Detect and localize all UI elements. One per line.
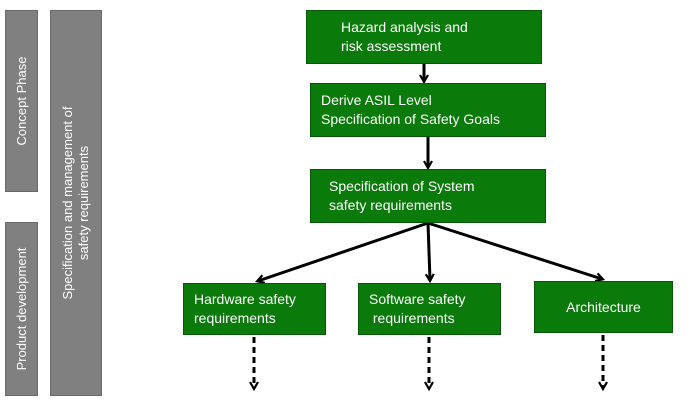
hazard-analysis-node: Hazard analysis and risk assessment (306, 10, 542, 64)
derive-asil-node: Derive ASIL Level Specification of Safet… (310, 83, 546, 137)
hazard-line2: risk assessment (341, 38, 442, 54)
software-line1: Software safety (369, 291, 466, 307)
architecture-node: Architecture (534, 281, 673, 333)
software-safety-requirements-node: Software safety requirements (358, 283, 501, 335)
system-line2: safety requirements (329, 197, 452, 213)
system-line1: Specification of System (329, 178, 475, 194)
spec-management-bar: Specification and management of safety r… (50, 10, 102, 396)
arrow-system-to-software (428, 222, 430, 280)
product-development-bar: Product development (5, 222, 38, 396)
architecture-label: Architecture (566, 298, 641, 315)
asil-line1: Derive ASIL Level (321, 92, 432, 108)
software-line2: requirements (369, 310, 455, 326)
hardware-safety-requirements-node: Hardware safety requirements (183, 283, 326, 335)
hardware-line1: Hardware safety (194, 291, 296, 307)
concept-phase-bar: Concept Phase (5, 10, 38, 192)
asil-line2: Specification of Safety Goals (321, 111, 500, 127)
hardware-line2: requirements (194, 310, 276, 326)
arrow-system-to-architecture (427, 221, 602, 279)
system-safety-requirements-node: Specification of System safety requireme… (310, 169, 546, 223)
hazard-line1: Hazard analysis and (341, 19, 468, 35)
arrow-system-to-hardware (258, 221, 429, 281)
